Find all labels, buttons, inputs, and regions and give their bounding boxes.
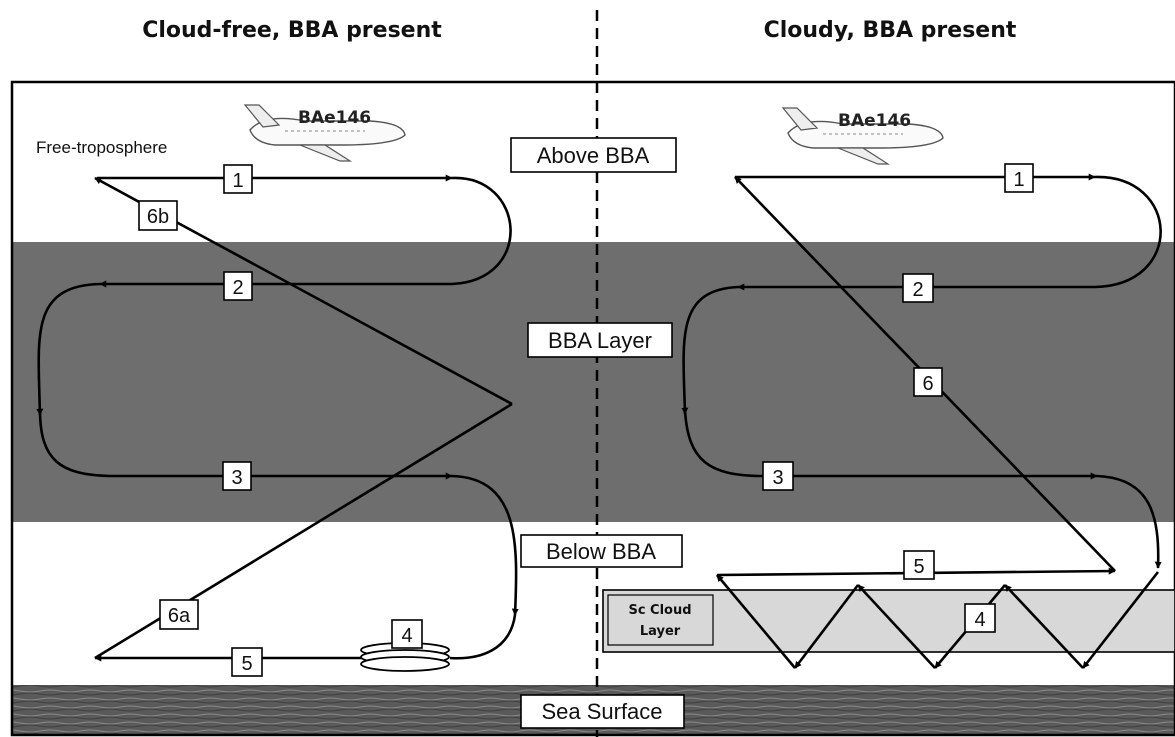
left-descent-1-2 [99,176,512,288]
left-step-6b-box [138,200,178,231]
above-bba-label-box [510,137,677,173]
free-troposphere-label: Free-troposphere [36,138,167,157]
bba-layer-label: BBA Layer [548,328,652,353]
left-step-3-box [222,461,252,491]
sc-cloud-label-box [607,594,714,646]
right-step-3-label: 3 [772,467,783,489]
aircraft-right-label: BAe146 [838,111,911,131]
right-panel-heading: Cloudy, BBA present [764,18,1017,43]
right-step-2-box [902,273,934,303]
right-step-6-box [913,367,943,397]
left-to-orbit [449,614,517,660]
aircraft-right-icon [781,107,944,165]
right-step-1-box [1004,163,1034,193]
aircraft-left-icon [243,104,406,162]
left-step-6a-box [159,599,199,630]
sea-surface-label-box [520,694,685,729]
right-descent-to-cloud [1081,571,1160,669]
right-step-6-label: 6 [922,373,933,395]
right-sawtooth-1 [1004,584,1084,669]
diagram-frame [10,80,1175,737]
sc-cloud-label-line2: Layer [640,624,681,639]
right-step-4-box [964,603,996,633]
right-step-2-label: 2 [912,279,923,301]
right-step-1-label: 1 [1013,169,1024,191]
left-step-1-label: 1 [232,170,243,192]
left-descent-3-4 [451,474,519,616]
aircraft-left-label: BAe146 [298,108,371,128]
left-step-4-label: 4 [401,625,412,647]
left-step-3-label: 3 [231,467,242,489]
left-flight-path [36,174,519,672]
right-step-5-box [903,550,935,580]
right-descent-1-2 [737,175,1162,291]
left-run-3 [38,409,453,480]
right-run-3 [683,409,1098,480]
bba-layer-label-box [527,322,673,358]
right-step-5-label: 5 [913,556,924,578]
right-sawtooth-5 [716,574,796,669]
below-bba-label: Below BBA [546,539,656,564]
left-orbit-ring-3 [360,656,450,672]
right-step-4-label: 4 [974,609,985,631]
left-step-4-box [391,619,423,649]
right-sawtooth-4 [793,584,860,669]
right-step-3-box [762,461,794,491]
right-descent-3-4 [1096,474,1162,569]
right-sawtooth-3 [857,584,936,669]
below-bba-label-box [520,534,683,568]
sc-cloud-label-line1: Sc Cloud [628,603,691,618]
above-bba-label: Above BBA [537,143,650,168]
left-step-5-label: 5 [241,653,252,675]
left-step-6a-label: 6a [168,605,191,627]
left-panel-heading: Cloud-free, BBA present [142,18,442,43]
left-step-2-box [223,271,253,301]
left-step-1-box [223,164,253,194]
left-descent-2-3 [36,282,101,416]
sea-surface-label: Sea Surface [541,699,662,724]
left-step-2-label: 2 [232,277,243,299]
left-step-5-box [231,647,263,677]
right-descent-2-3 [681,285,739,415]
left-step-6b-label: 6b [147,206,169,228]
